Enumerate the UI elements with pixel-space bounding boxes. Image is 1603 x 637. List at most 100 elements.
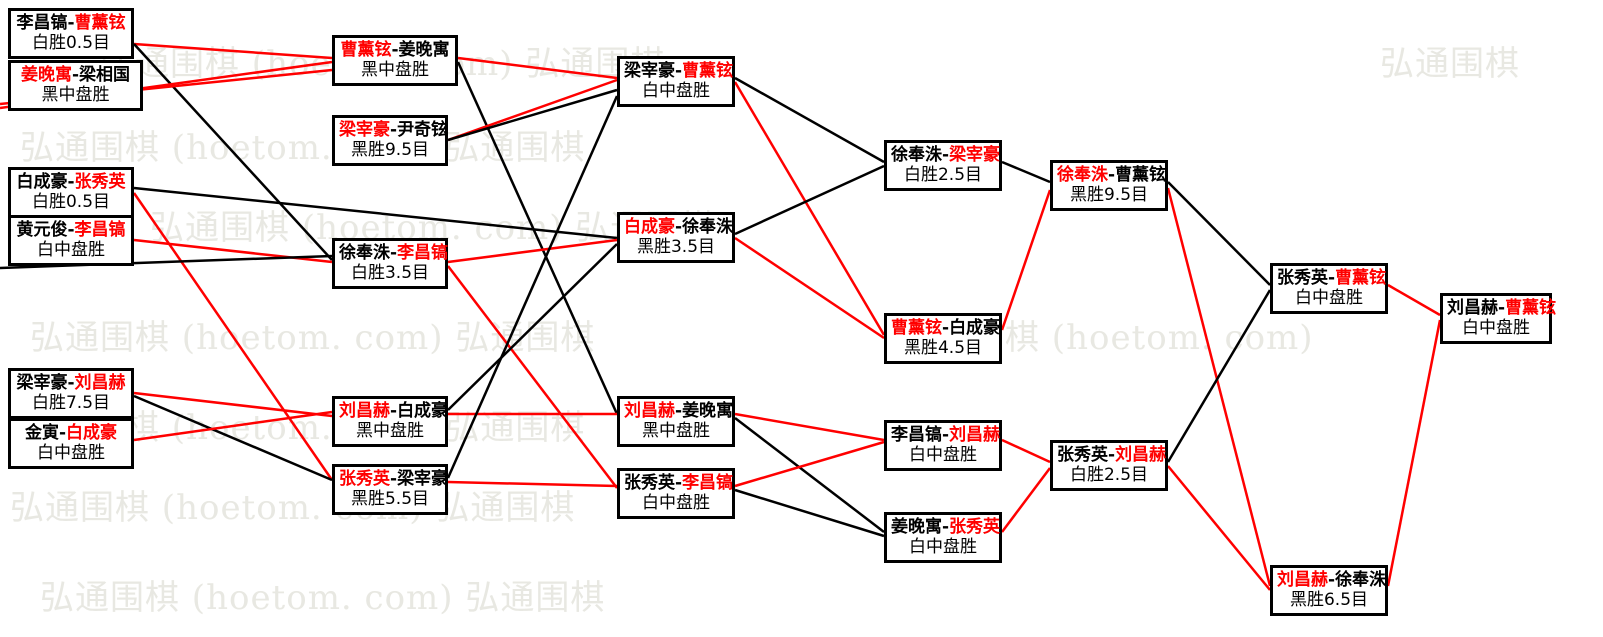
player-two: 曹薰铉	[74, 13, 126, 33]
match-result: 黑胜3.5目	[636, 237, 716, 258]
player-separator: -	[1328, 268, 1336, 288]
player-separator: -	[67, 220, 75, 240]
match-box-r2m2[interactable]: 梁宰豪-尹奇铉黑胜9.5目	[332, 115, 449, 167]
e-r5m1-to-r6m1	[1167, 181, 1271, 286]
match-result: 黑中盘胜	[356, 421, 424, 442]
e-r4m3-to-r5m2	[1001, 438, 1051, 464]
e-r3m3-to-r4m3	[734, 412, 885, 442]
match-result: 黑中盘胜	[361, 60, 429, 81]
player-two: 梁相国	[79, 65, 131, 85]
match-result: 黑中盘胜	[642, 421, 710, 442]
match-players: 李昌镐-曹薰铉	[15, 13, 127, 33]
player-one: 曹薰铉	[891, 318, 942, 338]
match-players: 金寅-白成豪	[15, 423, 127, 443]
match-result: 白中盘胜	[37, 240, 105, 261]
match-box-r4m4[interactable]: 姜晚寓-张秀英白中盘胜	[884, 512, 1002, 564]
player-two: 徐奉洙	[682, 217, 734, 237]
e-r6m1-to-r7m1	[1387, 283, 1441, 317]
e-r2m2-to-r3m1	[447, 78, 618, 142]
match-players: 张秀英-梁宰豪	[339, 469, 448, 489]
e-r2m3-to-r3m2	[447, 238, 618, 264]
match-box-r1m6[interactable]: 金寅-白成豪白中盘胜	[8, 418, 134, 470]
player-two: 李昌镐	[397, 243, 449, 263]
match-box-r3m1[interactable]: 梁宰豪-曹薰铉白中盘胜	[617, 56, 735, 108]
match-players: 黄元俊-李昌镐	[15, 220, 127, 240]
player-one: 曹薰铉	[340, 40, 392, 60]
match-players: 刘昌赫-姜晚寓	[624, 401, 733, 421]
e-r2m1-to-r3m1	[457, 56, 618, 80]
player-separator: -	[390, 120, 398, 140]
player-separator: -	[942, 145, 950, 165]
match-result: 白胜0.5目	[31, 33, 111, 54]
match-box-r4m1[interactable]: 徐奉洙-梁宰豪白胜2.5目	[884, 140, 1002, 192]
match-box-r1m4[interactable]: 黄元俊-李昌镐白中盘胜	[8, 215, 134, 267]
player-separator: -	[1498, 298, 1506, 318]
player-two: 尹奇铉	[397, 120, 449, 140]
player-one: 姜晚寓	[891, 517, 942, 537]
e-r5m2-to-r6m2	[1167, 465, 1271, 591]
match-result: 白中盘胜	[642, 81, 710, 102]
match-players: 梁宰豪-曹薰铉	[624, 61, 733, 81]
player-one: 张秀英	[624, 473, 675, 493]
match-box-r5m2[interactable]: 张秀英-刘昌赫白胜2.5目	[1050, 440, 1168, 492]
match-box-r3m4[interactable]: 张秀英-李昌镐白中盘胜	[617, 468, 735, 520]
e-r3m2-to-r4m1	[734, 164, 885, 236]
e-r3m4-to-r4m4	[734, 488, 885, 538]
e-r3m3-to-r4m4	[734, 417, 885, 533]
match-box-r2m4[interactable]: 刘昌赫-白成豪黑中盘胜	[332, 396, 449, 448]
match-result: 黑胜9.5目	[350, 140, 430, 161]
player-separator: -	[942, 425, 950, 445]
e-r2m5-to-r3m1	[446, 95, 619, 479]
player-one: 张秀英	[1057, 445, 1108, 465]
player-two: 曹薰铉	[1505, 298, 1557, 318]
e-r4m1-to-r5m1	[1001, 160, 1051, 184]
match-result: 白胜0.5目	[31, 192, 111, 213]
match-box-r6m1[interactable]: 张秀英-曹薰铉白中盘胜	[1270, 263, 1388, 315]
e-r2m2-to-r3m1b	[447, 88, 618, 142]
player-one: 刘昌赫	[1277, 570, 1328, 590]
player-one: 徐奉洙	[891, 145, 942, 165]
match-box-r4m3[interactable]: 李昌镐-刘昌赫白中盘胜	[884, 420, 1002, 472]
player-one: 刘昌赫	[1447, 298, 1498, 318]
match-result: 白中盘胜	[642, 493, 710, 514]
match-box-r1m5[interactable]: 梁宰豪-刘昌赫白胜7.5目	[8, 368, 134, 420]
player-one: 徐奉洙	[339, 243, 390, 263]
match-box-r6m2[interactable]: 刘昌赫-徐奉洙黑胜6.5目	[1270, 565, 1388, 617]
match-box-r7m1[interactable]: 刘昌赫-曹薰铉白中盘胜	[1440, 293, 1556, 345]
player-separator: -	[942, 318, 950, 338]
match-box-r1m2[interactable]: 姜晚寓-梁相国黑中盘胜	[8, 60, 143, 112]
player-two: 徐奉洙	[1335, 570, 1387, 590]
match-box-r4m2[interactable]: 曹薰铉-白成豪黑胜4.5目	[884, 313, 1002, 365]
player-two: 曹薰铉	[1335, 268, 1387, 288]
match-result: 白中盘胜	[37, 443, 105, 464]
match-result: 白胜2.5目	[1069, 465, 1149, 486]
match-box-r1m3[interactable]: 白成豪-张秀英白胜0.5目	[8, 167, 134, 219]
match-box-r3m2[interactable]: 白成豪-徐奉洙黑胜3.5目	[617, 212, 735, 264]
player-separator: -	[391, 40, 399, 60]
player-two: 白成豪	[397, 401, 449, 421]
match-box-r2m1[interactable]: 曹薰铉-姜晚寓黑中盘胜	[332, 35, 458, 87]
player-separator: -	[390, 401, 398, 421]
player-separator: -	[390, 243, 398, 263]
match-result: 白中盘胜	[909, 537, 977, 558]
player-one: 梁宰豪	[339, 120, 390, 140]
match-box-r2m3[interactable]: 徐奉洙-李昌镐白胜3.5目	[332, 238, 449, 290]
match-box-r5m1[interactable]: 徐奉洙-曹薰铉黑胜9.5目	[1050, 160, 1168, 212]
player-separator: -	[390, 469, 398, 489]
match-players: 白成豪-张秀英	[15, 172, 127, 192]
player-separator: -	[58, 423, 67, 443]
match-box-r3m3[interactable]: 刘昌赫-姜晚寓黑中盘胜	[617, 396, 735, 448]
player-two: 姜晚寓	[682, 401, 734, 421]
match-result: 白中盘胜	[1462, 318, 1530, 339]
match-players: 姜晚寓-张秀英	[891, 517, 1000, 537]
e-r2m4-to-r3m2	[447, 243, 618, 411]
player-two: 刘昌赫	[74, 373, 126, 393]
match-box-r1m1[interactable]: 李昌镐-曹薰铉白胜0.5目	[8, 8, 134, 60]
player-one: 李昌镐	[891, 425, 942, 445]
match-box-r2m5[interactable]: 张秀英-梁宰豪黑胜5.5目	[332, 464, 448, 516]
match-players: 姜晚寓-梁相国	[15, 65, 136, 85]
match-players: 徐奉洙-梁宰豪	[891, 145, 1000, 165]
match-result: 白胜3.5目	[350, 263, 430, 284]
e-r3m4-to-r4m3	[734, 440, 885, 488]
